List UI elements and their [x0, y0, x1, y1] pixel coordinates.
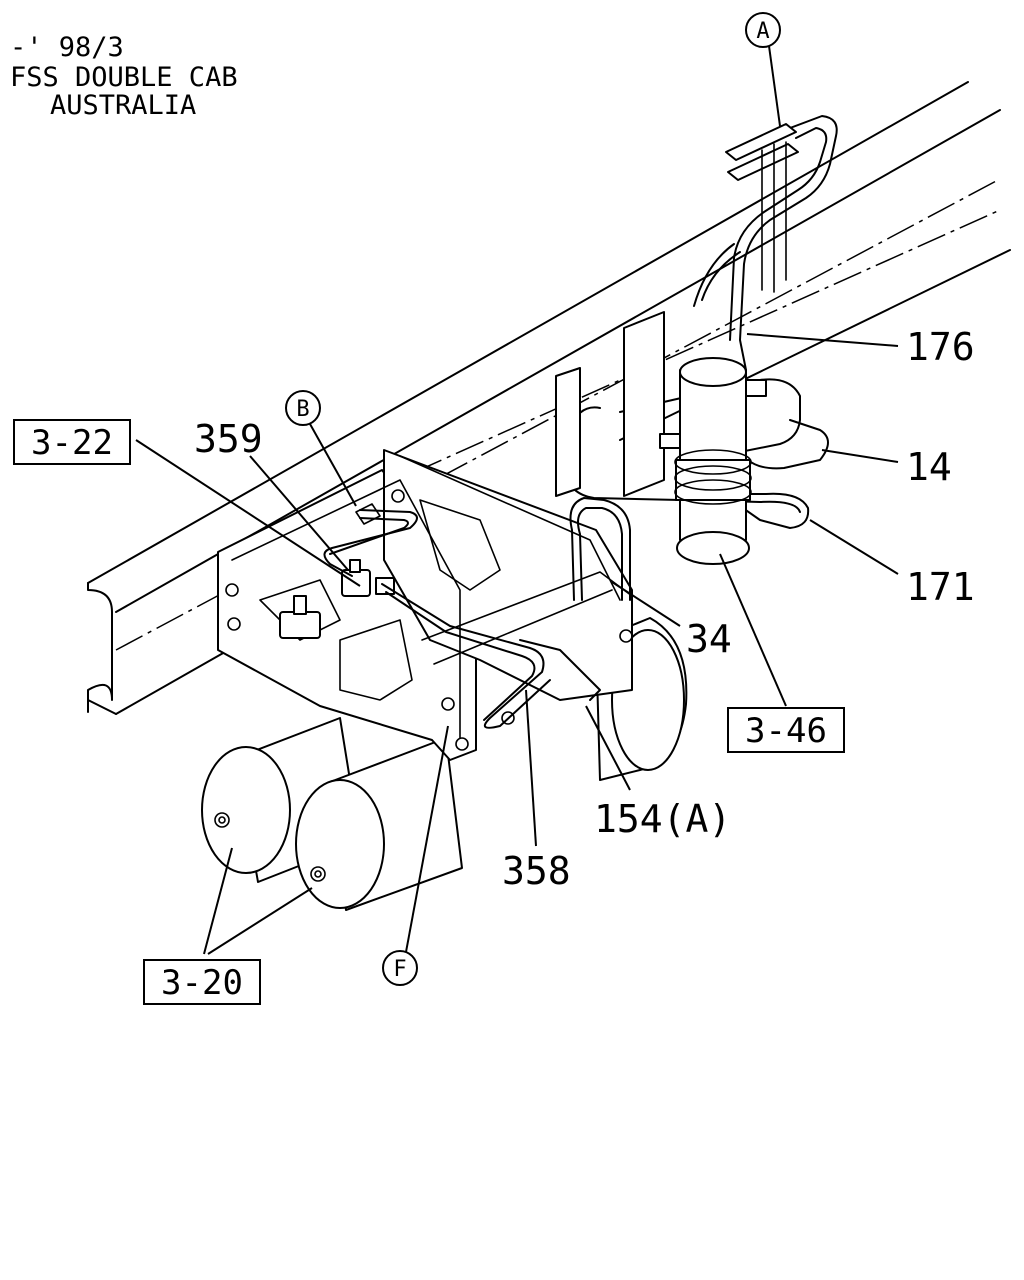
- callout-b: B: [285, 390, 321, 426]
- callout-a-label: A: [756, 19, 769, 44]
- header-region: AUSTRALIA: [50, 90, 196, 121]
- part-label-358: 358: [502, 849, 571, 893]
- ref-box-3-20: 3-20: [143, 959, 261, 1005]
- part-label-359: 359: [194, 417, 263, 461]
- ref-box-3-22: 3-22: [13, 419, 131, 465]
- pipe-358: [381, 583, 601, 729]
- callout-f-label: F: [393, 957, 406, 982]
- header-model: FSS DOUBLE CAB: [10, 62, 238, 93]
- ref-3-46-label: 3-46: [745, 711, 827, 751]
- pipe-359: [323, 509, 418, 577]
- tank-bracket: [217, 449, 633, 761]
- part-label-34: 34: [686, 617, 732, 661]
- callout-b-label: B: [296, 397, 309, 422]
- header-date: -' 98/3: [10, 32, 124, 63]
- callout-a: A: [745, 12, 781, 48]
- part-label-171: 171: [906, 565, 975, 609]
- leader-lines: [135, 45, 899, 955]
- pipe-171: [685, 492, 810, 529]
- part-label-176: 176: [906, 325, 975, 369]
- mount-bracket-top: [725, 123, 799, 293]
- part-label-154a: 154(A): [594, 797, 731, 841]
- relay-valve: [555, 311, 767, 565]
- callout-f: F: [382, 950, 418, 986]
- pipe-176: [693, 115, 838, 371]
- ref-box-3-46: 3-46: [727, 707, 845, 753]
- part-label-14: 14: [906, 445, 952, 489]
- ref-3-22-label: 3-22: [31, 423, 113, 463]
- ref-3-20-label: 3-20: [161, 963, 243, 1003]
